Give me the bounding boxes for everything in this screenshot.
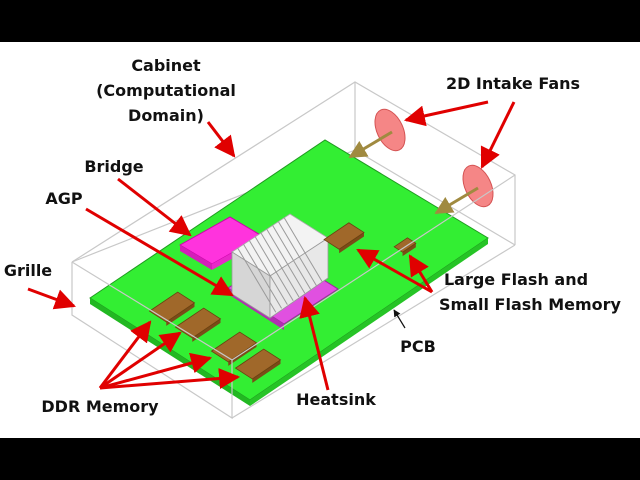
heatsink-fin <box>277 221 317 286</box>
heatsink-fin <box>237 247 277 313</box>
labels: Cabinet (Computational Domain) 2D Intake… <box>4 56 622 416</box>
label-cabinet-line3: Domain) <box>128 106 204 125</box>
label-grille: Grille <box>4 261 52 280</box>
letterbox-bottom <box>0 438 640 480</box>
arrow-flash-large <box>356 248 433 294</box>
flash-large-chip <box>323 222 365 254</box>
heatsink-fin <box>283 217 323 283</box>
label-cabinet-line1: Cabinet <box>131 56 201 75</box>
arrow-ddr-4 <box>99 368 241 390</box>
heatsink-fin <box>260 232 300 298</box>
ddr-chip-4 <box>234 348 282 383</box>
arrow-ddr-3 <box>99 352 213 390</box>
label-intake-fans: 2D Intake Fans <box>446 74 580 93</box>
label-bridge: Bridge <box>84 157 143 176</box>
ddr-chip-1 <box>148 291 196 326</box>
arrow-ddr-2 <box>99 331 182 390</box>
label-pcb: PCB <box>400 337 436 356</box>
label-cabinet-line2: (Computational <box>96 81 236 100</box>
arrow-fan-lower <box>480 101 516 169</box>
arrow-bridge <box>117 177 192 237</box>
label-flash-line1: Large Flash and <box>444 270 588 289</box>
heatsink-fin <box>243 244 283 309</box>
letterbox-top <box>0 0 640 42</box>
arrow-agp <box>85 207 234 297</box>
heatsink-fin <box>266 228 306 294</box>
arrow-fan-upper <box>403 100 489 127</box>
intake-fans <box>348 108 494 215</box>
ddr-chip-2 <box>174 307 222 342</box>
arrow-pcb <box>393 309 406 329</box>
arrow-ddr-1 <box>98 320 152 389</box>
fan-flow-arrow-upper <box>348 130 393 159</box>
heatsink-fin <box>254 236 294 302</box>
heatsink-fin <box>272 225 312 290</box>
arrow-flash-small <box>408 254 434 293</box>
arrow-grille <box>27 287 76 310</box>
arrow-cabinet <box>206 121 236 158</box>
heatsink-fin <box>248 240 288 305</box>
annotation-arrows <box>27 100 516 391</box>
label-ddr-memory: DDR Memory <box>41 397 159 416</box>
label-heatsink: Heatsink <box>296 390 376 409</box>
intake-fan-lower <box>462 164 494 208</box>
intake-fan-upper <box>374 108 406 152</box>
arrow-heatsink <box>299 295 330 391</box>
fan-flow-arrow-lower <box>434 186 479 215</box>
label-agp: AGP <box>45 189 83 208</box>
label-flash-line2: Small Flash Memory <box>439 295 622 314</box>
